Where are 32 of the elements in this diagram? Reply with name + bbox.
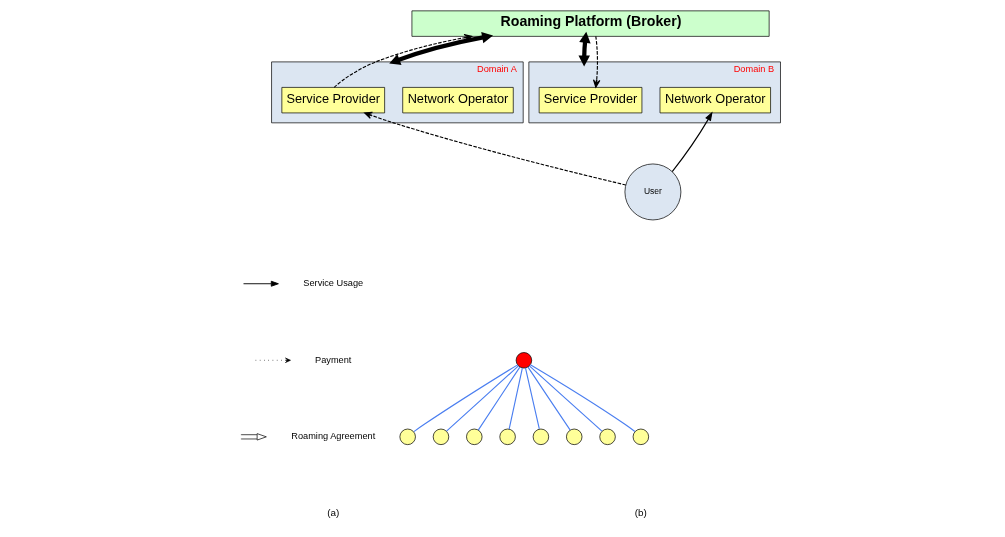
arrow <box>592 35 600 88</box>
legend-label: Payment <box>314 354 351 365</box>
node-circle: User <box>624 163 681 221</box>
node-circle <box>565 428 582 445</box>
node-circle <box>465 428 482 445</box>
connector <box>526 366 571 431</box>
node-box: Roaming Platform (Broker) <box>411 10 769 37</box>
node-circle <box>432 428 449 445</box>
node-box: Network Operator <box>659 87 771 114</box>
arrow <box>671 111 713 173</box>
arrow <box>577 31 591 67</box>
node-box: Network Operator <box>401 87 514 114</box>
connector <box>412 364 518 433</box>
legend-label: Service Usage <box>302 278 363 289</box>
node-circle <box>515 352 532 369</box>
connector <box>477 366 520 431</box>
legend-label: Roaming Agreement <box>290 431 375 442</box>
label: (b) <box>634 507 647 519</box>
node-circle <box>399 428 416 445</box>
connector <box>508 367 523 430</box>
connector <box>524 367 540 430</box>
connector <box>528 365 602 432</box>
label: (a) <box>326 507 339 519</box>
node-circle <box>598 428 616 445</box>
node-box: Service Provider <box>281 87 385 114</box>
node-circle <box>532 428 549 445</box>
node-circle <box>498 428 516 445</box>
node-circle <box>632 428 649 445</box>
node-box: Service Provider <box>538 87 642 114</box>
connector <box>529 364 635 433</box>
connector <box>445 365 519 432</box>
arrow <box>363 111 626 186</box>
